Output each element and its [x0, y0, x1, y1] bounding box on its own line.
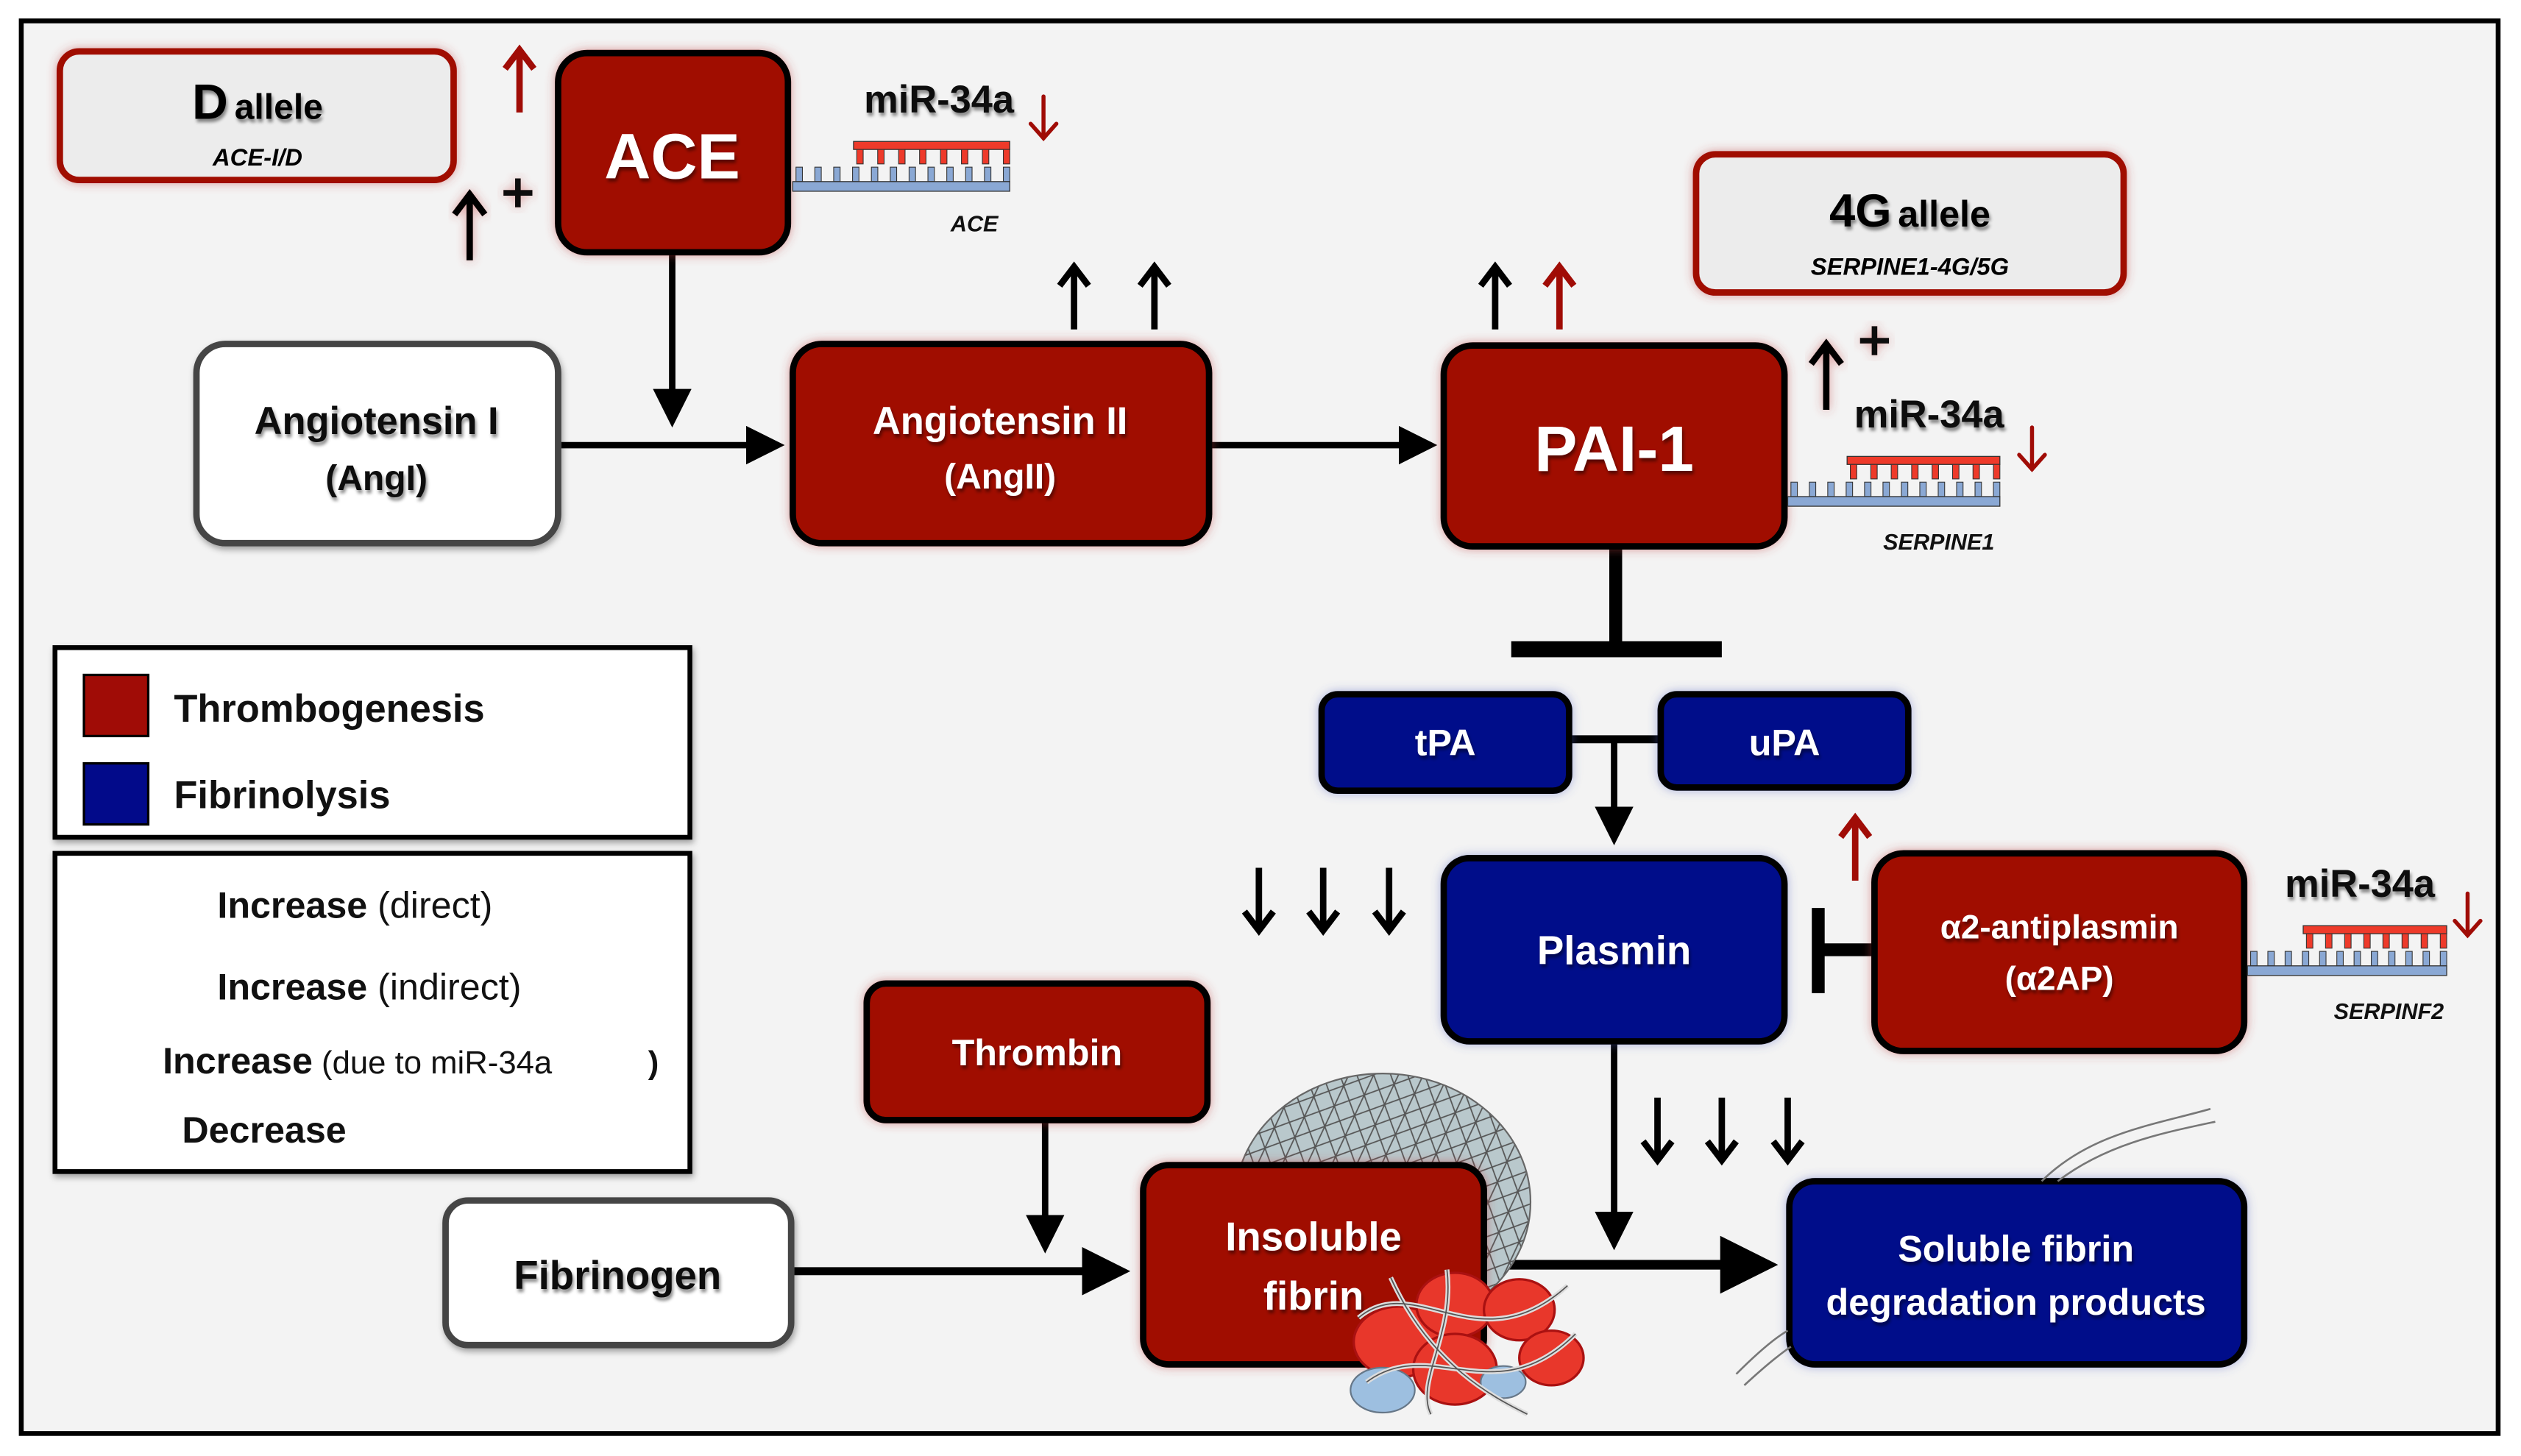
angiotensin-ii-abbr: (AngII)	[944, 458, 1056, 497]
mirna-label: miR-34a	[2285, 863, 2436, 906]
thrombin-node[interactable]	[863, 980, 1211, 1123]
ace-label: ACE	[604, 120, 740, 192]
angiotensin-i-label: Angiotensin I	[255, 400, 499, 443]
direct-plus-icon	[503, 178, 533, 207]
connectors	[561, 254, 1873, 1296]
insoluble-fibrin-label-2: fibrin	[1263, 1274, 1364, 1318]
mirna-label: miR-34a	[1854, 394, 2005, 436]
legend-label-fibrinolysis: Fibrinolysis	[174, 775, 390, 817]
fibrinogen-node[interactable]	[442, 1197, 795, 1349]
upa-label: uPA	[1749, 722, 1820, 764]
mirna-label: miR-34a	[864, 79, 1015, 121]
angiotensin-ii-label: Angiotensin II	[873, 400, 1127, 443]
decrease-arrow-icon	[1640, 1097, 1675, 1166]
legend-arrow-label-mirna-close: )	[648, 1045, 659, 1081]
increase-mirna-arrow-icon	[502, 44, 537, 113]
angiotensin-i-abbr: (AngI)	[325, 459, 428, 498]
soluble-fdp-label: Soluble fibrin	[1898, 1229, 2134, 1270]
plasmin-node[interactable]	[1440, 855, 1788, 1045]
thrombin-label: Thrombin	[952, 1032, 1123, 1073]
legend-arrow-label-indirect: Increase (indirect)	[217, 967, 521, 1008]
plasmin-label: Plasmin	[1537, 928, 1691, 973]
fibrin-fragment-strands	[1735, 1107, 2216, 1386]
increase-direct-arrow-icon	[452, 189, 488, 260]
mirna-decrease-arrow-icon	[2453, 891, 2483, 939]
mirna-decrease-arrow-icon	[2017, 425, 2047, 472]
4g-allele-box[interactable]	[1692, 151, 2127, 296]
pai1-node[interactable]	[1440, 342, 1788, 550]
d-allele-gene: ACE-I/D	[212, 143, 302, 171]
legend-arrow-label-mirna: Increase (due to miR-34a	[163, 1040, 553, 1082]
soluble-fdp-label-2: degradation products	[1826, 1282, 2206, 1323]
a2ap-node[interactable]	[1871, 850, 2248, 1054]
legend-swatch-fibrinolysis	[82, 761, 150, 826]
mirna-decrease-arrow-icon	[1028, 94, 1059, 141]
tpa-node[interactable]	[1318, 691, 1572, 795]
a2ap-label: α2-antiplasmin	[1940, 908, 2179, 946]
legend-categories: Thrombogenesis Fibrinolysis	[52, 645, 692, 840]
direct-plus-icon	[1859, 326, 1890, 355]
fibrinogen-label: Fibrinogen	[514, 1253, 721, 1298]
decrease-arrow-icon	[1770, 1097, 1805, 1166]
d-allele-box[interactable]	[56, 48, 457, 184]
ace-node[interactable]	[555, 49, 792, 256]
mirna-target-gene-label: ACE	[950, 212, 999, 237]
a2ap-abbr: (α2AP)	[2005, 959, 2114, 998]
increase-indirect-arrow-icon	[1057, 261, 1091, 330]
red-blood-cell-clot-illustration	[1350, 1269, 1585, 1417]
pai1-label: PAI-1	[1534, 413, 1694, 485]
increase-mirna-arrow-icon	[1542, 261, 1577, 330]
mirna-target-gene-label: SERPINE1	[1883, 530, 1994, 555]
increase-indirect-arrow-icon	[1478, 261, 1512, 330]
angiotensin-i-node[interactable]	[193, 341, 561, 547]
angiotensin-ii-node[interactable]	[789, 341, 1213, 547]
mirna-target-gene-label: SERPINF2	[2334, 999, 2444, 1024]
insoluble-fibrin-label: Insoluble	[1225, 1214, 1402, 1259]
increase-direct-arrow-icon	[1808, 338, 1844, 411]
legend-arrow-label-direct: Increase (direct)	[217, 884, 492, 926]
increase-indirect-arrow-icon	[1137, 261, 1171, 330]
legend-arrows: Increase (direct) Increase (indirect) In…	[52, 850, 692, 1174]
decrease-arrow-icon	[1241, 867, 1276, 936]
decrease-arrow-icon	[1306, 867, 1341, 936]
4g-allele-gene: SERPINE1-4G/5G	[1811, 253, 2009, 280]
legend-arrow-label-decrease: Decrease	[182, 1109, 346, 1151]
decrease-arrow-icon	[1704, 1097, 1739, 1166]
increase-mirna-arrow-icon	[1838, 812, 1873, 881]
soluble-fdp-node[interactable]	[1786, 1178, 2248, 1368]
upa-node[interactable]	[1657, 691, 1912, 791]
tpa-label: tPA	[1415, 722, 1476, 764]
legend-swatch-thrombogenesis	[82, 673, 150, 738]
legend-label-thrombogenesis: Thrombogenesis	[174, 688, 484, 731]
decrease-arrow-icon	[1372, 867, 1406, 936]
